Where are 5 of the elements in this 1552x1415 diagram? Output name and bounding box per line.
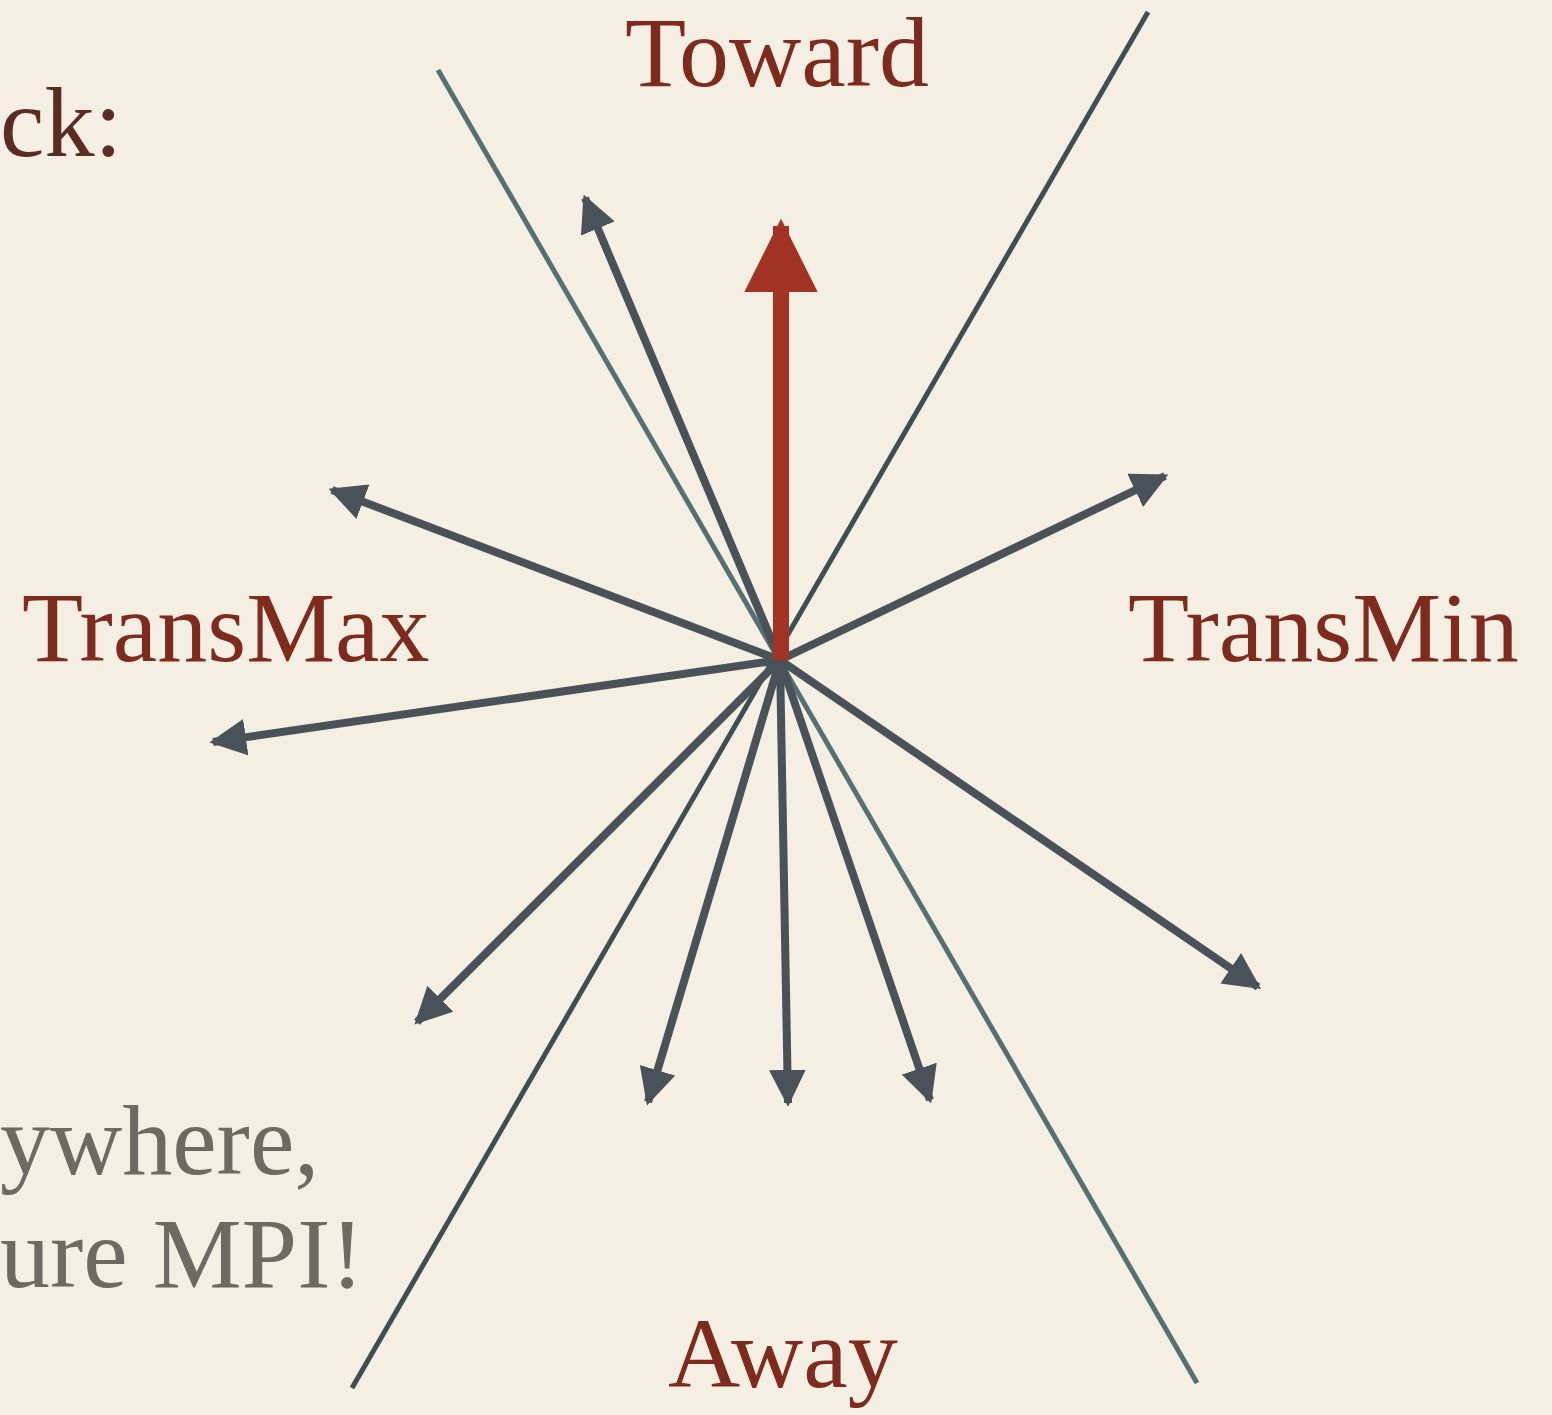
direction-label: TransMax — [22, 578, 430, 678]
slide-text: ure MPI! — [0, 1204, 364, 1304]
slide-text: ck: — [0, 73, 123, 173]
direction-label: TransMin — [1128, 578, 1519, 678]
direction-label: Toward — [625, 3, 929, 103]
